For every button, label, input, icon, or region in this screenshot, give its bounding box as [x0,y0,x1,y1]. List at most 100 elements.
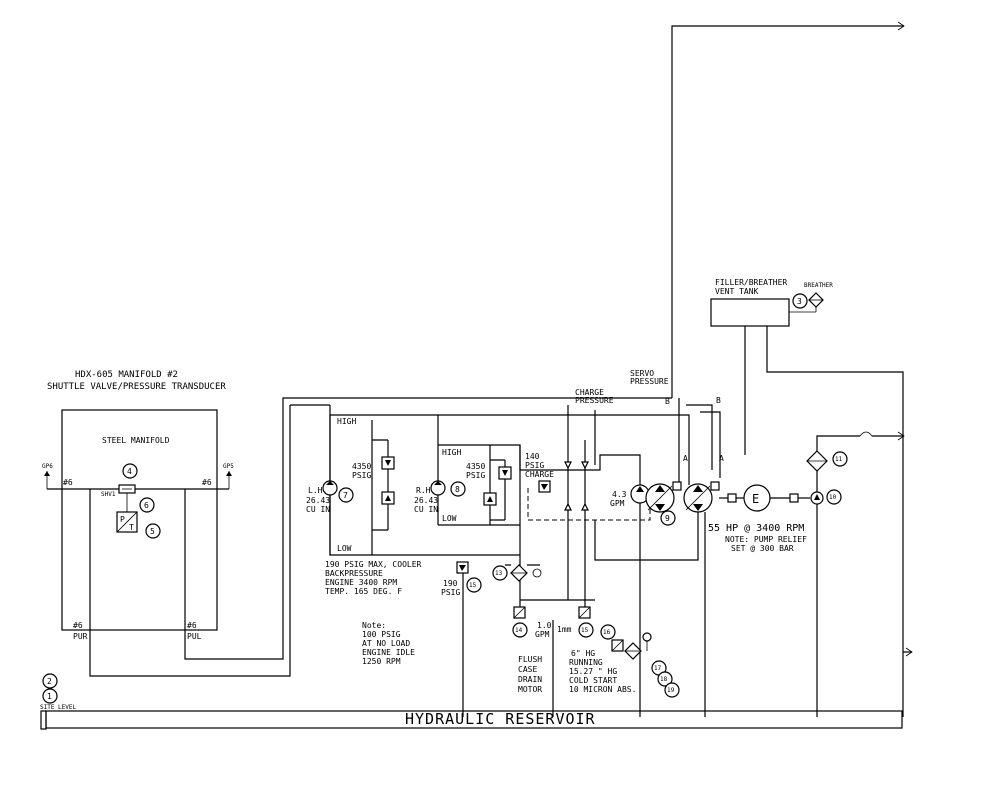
check-valves-icon [564,461,589,511]
filter-note-4: COLD START [569,676,617,685]
flush-3: DRAIN [518,675,542,684]
port-a-left: A [683,454,688,463]
site-level-gauge [40,710,47,730]
high-right-label: HIGH [442,448,461,457]
p190-1: 190 [443,579,458,588]
callout-18: 18 [657,671,673,687]
gp6-test-port-icon [44,471,50,489]
rh-disp: 26.43 [414,496,438,505]
port-label-pur-num: #6 [73,621,83,630]
manifold-section: HDX-605 MANIFOLD #2 SHUTTLE VALVE/PRESSU… [42,370,234,641]
callout-7: 7 [338,487,354,503]
filter-note-1: 6" HG [571,649,595,658]
note-5: 1250 RPM [362,657,401,666]
gpm43-2: GPM [610,499,625,508]
cooler-note-1: 190 PSIG MAX, COOLER [325,560,422,569]
callout-15b: 15 [466,577,482,593]
callout-19: 19 [664,682,680,698]
relief-valve-low-left-icon [381,491,395,505]
port-label-left: #6 [63,478,73,487]
callout-bubbles: 1 2 3 4 5 6 7 8 9 10 11 13 14 15 16 17 1… [42,293,848,704]
reservoir-label: HYDRAULIC RESERVOIR [405,710,596,728]
low-left-label: LOW [337,544,352,553]
cooler-note-4: TEMP. 165 DEG. F [325,587,402,596]
callout-9: 9 [660,510,676,526]
charge140-1: 140 [525,452,540,461]
gpm10-1: 1.0 [537,621,552,630]
transducer-p-label: P [120,515,125,524]
callout-14: 14 [512,622,528,638]
electric-motor-icon: E [743,484,771,512]
charge140-2: PSIG [525,461,544,470]
cooler-note-2: BACKPRESSURE [325,569,383,578]
transducer-t-label: T [129,523,134,532]
main-pump-right-icon [683,483,713,513]
filter-note-2: RUNNING [569,658,603,667]
note-3: AT NO LOAD [362,639,410,648]
pul-label: PUL [187,632,202,641]
svg-text:14: 14 [515,627,523,634]
filter-15-icon [578,606,591,619]
charge140-3: CHARGE [525,470,554,479]
filter-note-5: 10 MICRON ABS. [569,685,636,694]
svg-text:2: 2 [47,677,52,686]
shuttle-label: SHV1 [101,491,116,498]
gp5-label: GP5 [223,463,234,470]
gauge-icon [642,632,652,651]
main-pump-left-icon [645,483,675,513]
cooler-note-3: ENGINE 3400 RPM [325,578,397,587]
flush-2: CASE [518,665,537,674]
svg-text:6: 6 [144,501,149,510]
lh-disp: 26.43 [306,496,330,505]
coupling-left-icon [727,493,737,503]
filler-label-2: VENT TANK [715,287,759,296]
breather-icon [808,292,824,312]
relief-note-2: SET @ 300 BAR [731,544,794,553]
cooler-icon [806,450,828,472]
pur-label: PUR [73,632,88,641]
rh-unit: CU IN [414,505,438,514]
vent-tank [710,298,790,327]
psig-a: PSIG [352,471,371,480]
manifold-title: HDX-605 MANIFOLD #2 [75,370,178,380]
shuttle-valve-icon [118,484,136,494]
site-level-label: SITE LEVEL [40,704,77,711]
svg-text:7: 7 [343,491,348,500]
psig4350-a: 4350 [352,462,371,471]
callout-2: 2 [42,673,58,689]
motor-letter: E [752,492,759,506]
fan-motor-icon [810,491,824,505]
callout-10: 10 [826,489,842,505]
hydraulic-reservoir [45,710,903,729]
p190-2: PSIG [441,588,460,597]
high-left-label: HIGH [337,417,356,426]
breather-label: BREATHER [804,282,833,289]
svg-text:19: 19 [667,687,675,694]
svg-text:9: 9 [665,514,670,523]
port-label-pul-num: #6 [187,621,197,630]
lh-motor-icon [322,480,338,496]
svg-text:16: 16 [603,629,611,636]
flush-4: MOTOR [518,685,542,694]
lh-label: L.H. [308,486,327,495]
port-a-right: A [719,454,724,463]
callout-16: 16 [600,624,616,640]
psig-b: PSIG [466,471,485,480]
manifold-subtitle: SHUTTLE VALVE/PRESSURE TRANSDUCER [47,382,226,392]
servo-label-2: PRESSURE [630,377,669,386]
steel-manifold-box [61,409,218,631]
gp6-label: GP6 [42,463,53,470]
callout-8: 8 [450,481,466,497]
port-b-right: B [716,396,721,405]
rh-label: R.H. [416,486,435,495]
svg-text:3: 3 [797,297,802,306]
svg-text:8: 8 [455,485,460,494]
svg-text:5: 5 [150,527,155,536]
oil-cooler-icon [510,564,528,582]
filter-14-icon [513,606,526,619]
callout-11: 11 [832,451,848,467]
svg-text:11: 11 [835,456,843,463]
callout-4: 4 [122,463,138,479]
port-b-left: B [665,397,670,406]
